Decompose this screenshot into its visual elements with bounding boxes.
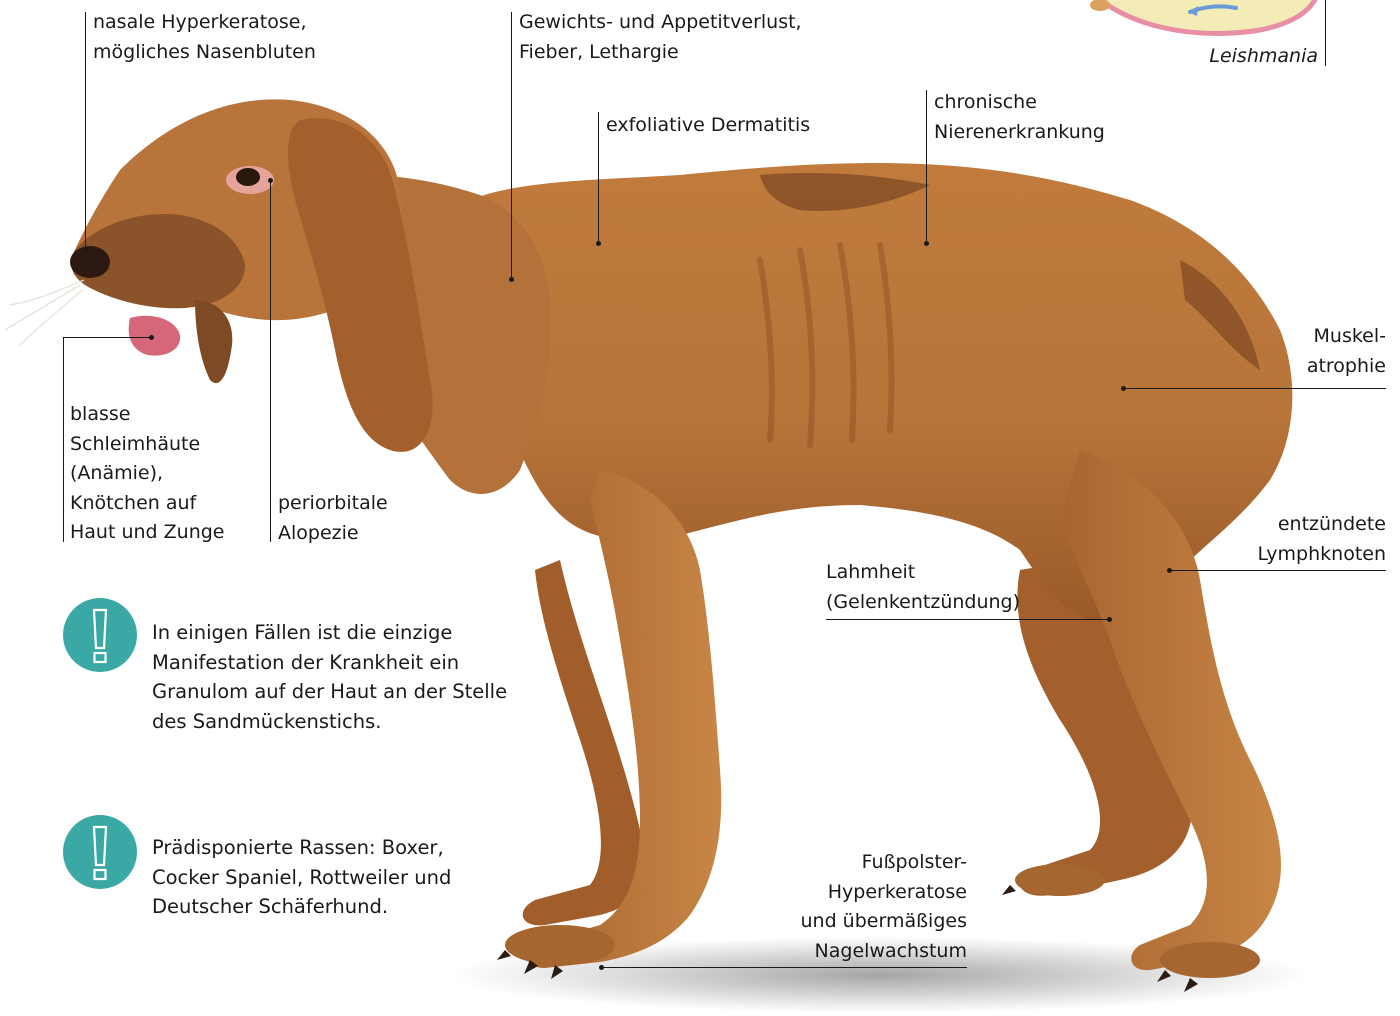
footpad-marker-dot <box>599 965 604 970</box>
leishmania-leader-line <box>1325 0 1326 66</box>
dog-eye <box>236 168 260 186</box>
weight-marker-dot <box>509 277 514 282</box>
mucosa-marker-dot <box>149 335 154 340</box>
breeds-note: Prädisponierte Rassen: Boxer, Cocker Spa… <box>152 833 451 922</box>
lameness-leader-line <box>826 619 1110 620</box>
dog-tongue <box>129 316 180 356</box>
periorbital-leader-line <box>270 180 271 542</box>
lymph-leader-line <box>1170 570 1386 571</box>
kidney-marker-dot <box>924 241 929 246</box>
kidney-label: chronische Nierenerkrankung <box>934 88 1105 147</box>
lymph-label: entzündete Lymphknoten <box>1257 510 1386 569</box>
granuloma-note: In einigen Fällen ist die einzige Manife… <box>152 618 507 736</box>
dermatitis-marker-dot <box>596 241 601 246</box>
periorbital-marker-dot <box>268 178 273 183</box>
footpad-leader-line <box>602 967 967 968</box>
weight-label: Gewichts- und Appetitverlust, Fieber, Le… <box>519 8 802 67</box>
dog-nose <box>70 246 110 278</box>
lameness-label: Lahmheit (Gelenkentzündung) <box>826 558 1020 617</box>
dermatitis-label: exfoliative Dermatitis <box>606 111 810 141</box>
mucosa-leader-line-h <box>63 337 151 338</box>
nasal-marker-dot <box>83 247 88 252</box>
mucosa-leader-line-v <box>63 337 64 542</box>
whiskers <box>5 280 84 345</box>
nasal-leader-line <box>85 12 86 250</box>
muscle-leader-line <box>1124 388 1386 389</box>
leishmania-caption: Leishmania <box>1209 42 1318 72</box>
lymph-marker-dot <box>1167 568 1172 573</box>
kidney-leader-line <box>926 90 927 244</box>
muscle-label: Muskel- atrophie <box>1307 322 1386 381</box>
exclamation-icon <box>63 598 137 672</box>
muscle-marker-dot <box>1121 386 1126 391</box>
periorbital-label: periorbitale Alopezie <box>278 489 388 548</box>
dermatitis-leader-line <box>598 112 599 244</box>
nasal-label: nasale Hyperkeratose, mögliches Nasenblu… <box>93 8 316 67</box>
exclamation-icon <box>63 815 137 889</box>
mucosa-label: blasse Schleimhäute (Anämie), Knötchen a… <box>70 400 225 548</box>
leishmania-cell-icon <box>1080 0 1320 33</box>
lameness-marker-dot <box>1107 617 1112 622</box>
footpad-label: Fußpolster- Hyperkeratose und übermäßige… <box>800 848 967 966</box>
weight-leader-line <box>511 12 512 280</box>
